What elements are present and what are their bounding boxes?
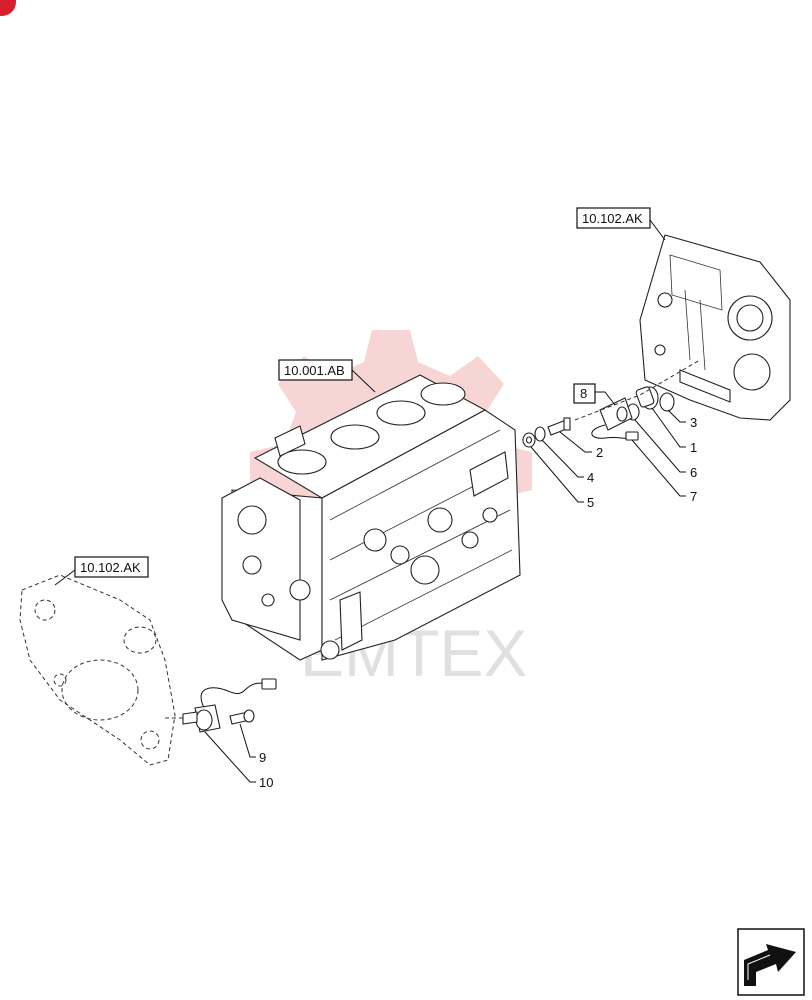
ref-8-label: 8 xyxy=(580,386,587,401)
callout-6: 6 xyxy=(690,465,697,480)
leader-lines xyxy=(54,219,686,783)
callout-4: 4 xyxy=(587,470,594,485)
callout-2: 2 xyxy=(596,445,603,460)
engine-block xyxy=(221,374,521,661)
sensor-assembly-left xyxy=(165,678,277,733)
arrow-next-icon[interactable] xyxy=(737,928,805,996)
callout-5: 5 xyxy=(587,495,594,510)
sensor-assembly-right xyxy=(522,359,701,448)
ref-box-left[interactable]: 10.102.AK xyxy=(74,556,149,578)
callout-7: 7 xyxy=(690,489,697,504)
ref-box-8[interactable]: 8 xyxy=(573,383,596,404)
callout-9: 9 xyxy=(259,750,266,765)
ref-top-right-label: 10.102.AK xyxy=(582,211,643,226)
timing-cover-right xyxy=(639,234,791,421)
corner-badge-icon xyxy=(0,0,16,16)
ref-block-label: 10.001.AB xyxy=(284,363,345,378)
timing-cover-left xyxy=(19,574,176,766)
callout-10: 10 xyxy=(259,775,273,790)
ref-box-top-right[interactable]: 10.102.AK xyxy=(576,207,651,229)
callout-3: 3 xyxy=(690,415,697,430)
ref-box-block[interactable]: 10.001.AB xyxy=(278,359,353,381)
ref-left-label: 10.102.AK xyxy=(80,560,141,575)
callout-1: 1 xyxy=(690,440,697,455)
